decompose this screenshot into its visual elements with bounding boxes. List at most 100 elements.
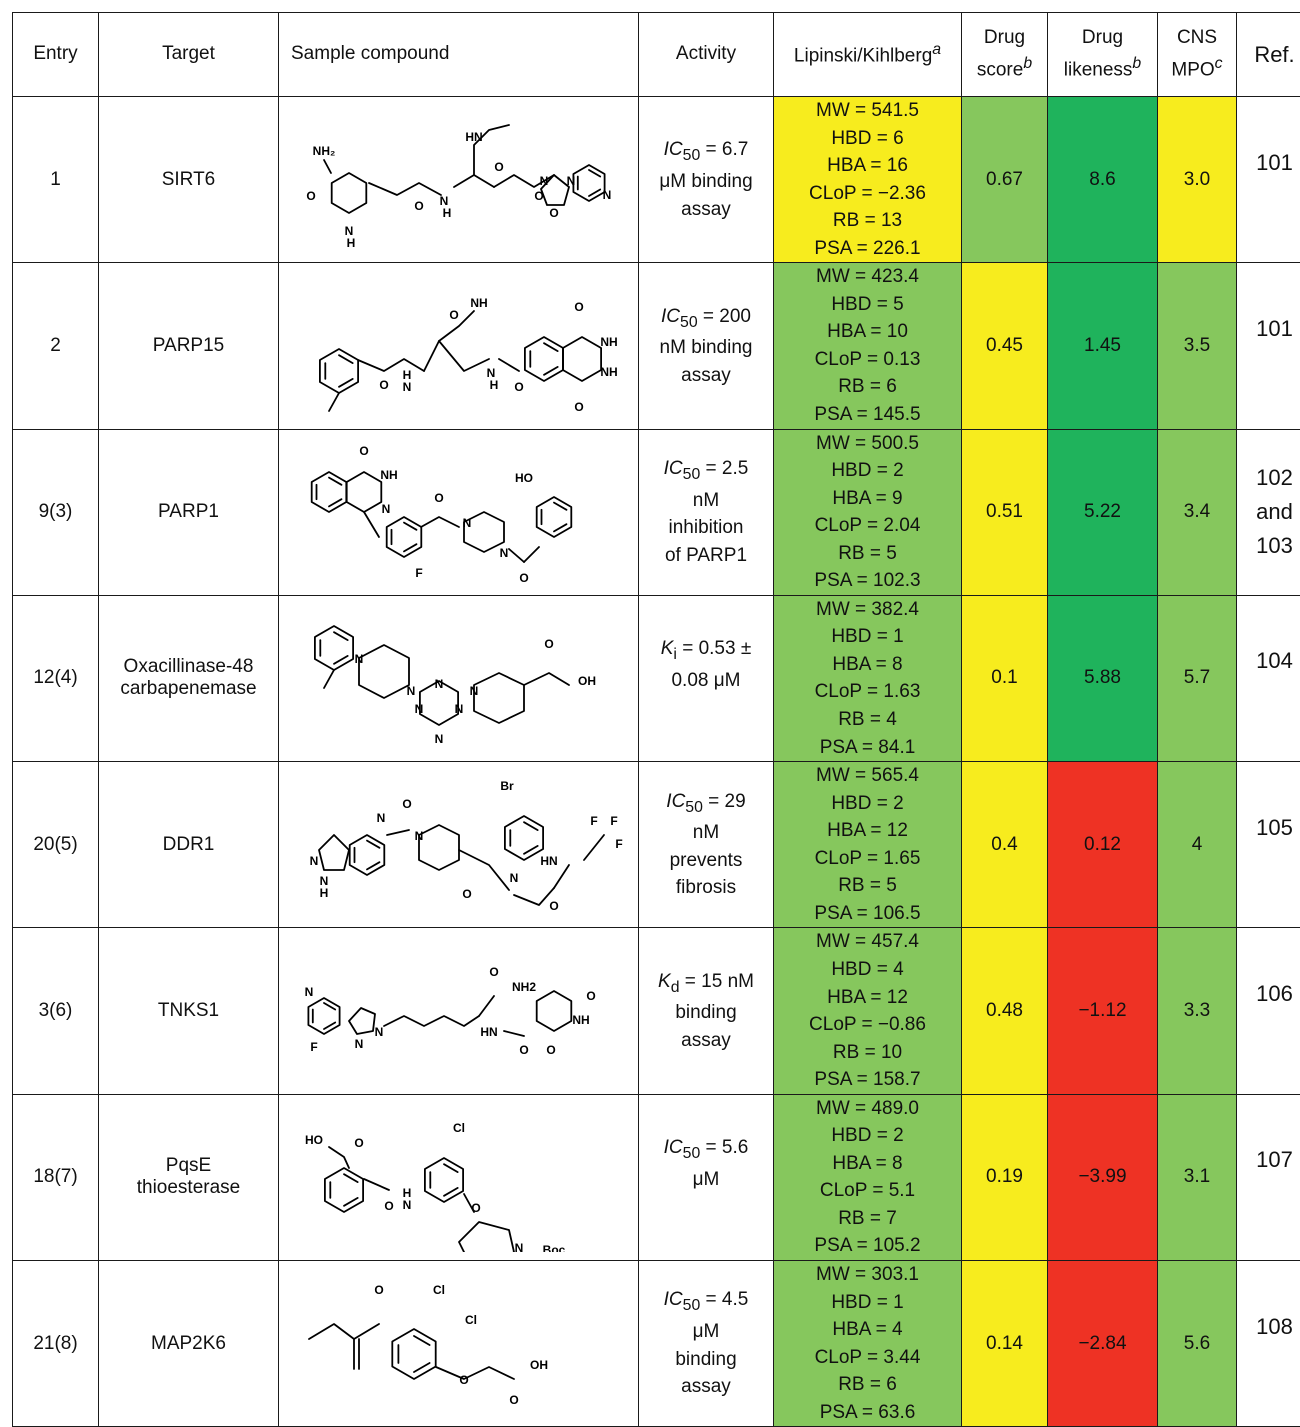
hbd-value: HBD = 5	[831, 294, 903, 315]
drug-score-cell: 0.51	[962, 429, 1048, 595]
cns-mpo-value: 3.4	[1184, 501, 1210, 522]
hba-value: HBA = 12	[827, 820, 908, 841]
drug-likeness-cell: 8.6	[1048, 97, 1158, 263]
atom-label: N	[374, 1025, 383, 1039]
entry-cell: 1	[13, 97, 99, 263]
ref-number-2: 103	[1256, 533, 1293, 558]
activity-line4: assay	[681, 1376, 731, 1397]
target-name-line2: thioesterase	[137, 1177, 241, 1198]
drug-likeness-cell: −2.84	[1048, 1260, 1158, 1426]
header-drug-likeness-line2: likeness	[1064, 60, 1133, 81]
atom-label: Boc	[542, 1243, 565, 1252]
cns-mpo-cell: 5.7	[1158, 595, 1237, 761]
entry-cell: 18(7)	[13, 1094, 99, 1260]
lipinski-cell: MW = 423.4 HBD = 5 HBA = 10 CLoP = 0.13 …	[774, 263, 962, 429]
target-cell: PARP1	[99, 429, 279, 595]
atom-label: O	[384, 1199, 393, 1213]
hba-value: HBA = 16	[827, 155, 908, 176]
rb-value: RB = 5	[838, 543, 897, 564]
entry-cell: 20(5)	[13, 762, 99, 928]
lipinski-cell: MW = 382.4 HBD = 1 HBA = 8 CLoP = 1.63 R…	[774, 595, 962, 761]
drug-likeness-cell: 1.45	[1048, 263, 1158, 429]
ref-cell: 104	[1237, 595, 1300, 761]
atom-label: Cl	[465, 1313, 477, 1327]
ref-number: 107	[1256, 1147, 1293, 1172]
atom-label: HO	[305, 1133, 323, 1147]
hba-value: HBA = 9	[832, 488, 902, 509]
activity-line2: nM binding	[660, 337, 753, 358]
atom-label: N	[434, 732, 443, 746]
ref-number: 101	[1256, 150, 1293, 175]
cns-mpo-cell: 3.5	[1158, 263, 1237, 429]
ref-cell: 106	[1237, 928, 1300, 1094]
psa-value: PSA = 63.6	[820, 1402, 916, 1423]
atom-label: Cl	[453, 1121, 465, 1135]
atom-label: H	[489, 378, 498, 392]
atom-label: HN	[480, 1025, 497, 1039]
activity-cell: IC50 = 200 nM binding assay	[639, 263, 774, 429]
header-entry: Entry	[13, 13, 99, 97]
target-cell: SIRT6	[99, 97, 279, 263]
activity-subscript: 50	[683, 1297, 701, 1314]
header-drug-score-line2: score	[977, 60, 1023, 81]
drug-likeness-value: 8.6	[1089, 169, 1115, 190]
activity-cell: IC50 = 4.5 μM binding assay	[639, 1260, 774, 1426]
drug-score-cell: 0.45	[962, 263, 1048, 429]
hbd-value: HBD = 1	[831, 626, 903, 647]
target-name: DDR1	[163, 834, 215, 855]
atom-label: N	[309, 854, 318, 868]
ref-cell: 108	[1237, 1260, 1300, 1426]
cns-mpo-cell: 3.3	[1158, 928, 1237, 1094]
activity-line2: μM binding	[659, 171, 752, 192]
psa-value: PSA = 106.5	[814, 903, 920, 924]
activity-value: = 5.6	[700, 1137, 748, 1158]
clop-value: CLoP = −2.36	[809, 183, 926, 204]
drug-score-cell: 0.4	[962, 762, 1048, 928]
activity-line3: assay	[681, 199, 731, 220]
drug-score-cell: 0.67	[962, 97, 1048, 263]
atom-label: O	[434, 491, 443, 505]
hbd-value: HBD = 2	[831, 793, 903, 814]
atom-label: N	[402, 1198, 411, 1212]
atom-label: NH₂	[312, 144, 335, 158]
atom-label: O	[359, 444, 368, 458]
activity-line2: 0.08 μM	[671, 670, 740, 691]
ref-and: and	[1256, 499, 1293, 524]
ref-cell: 105	[1237, 762, 1300, 928]
psa-value: PSA = 145.5	[814, 404, 920, 425]
footnote-c: c	[1215, 55, 1223, 72]
drug-score-value: 0.51	[986, 501, 1023, 522]
lipinski-cell: MW = 457.4 HBD = 4 HBA = 12 CLoP = −0.86…	[774, 928, 962, 1094]
drug-likeness-cell: 0.12	[1048, 762, 1158, 928]
activity-line2: binding	[675, 1002, 736, 1023]
mw-value: MW = 489.0	[816, 1098, 919, 1119]
target-name: PARP1	[158, 501, 219, 522]
atom-label: O	[462, 887, 471, 901]
activity-subscript: 50	[683, 1145, 701, 1162]
ref-number: 104	[1256, 648, 1293, 673]
mw-value: MW = 500.5	[816, 433, 919, 454]
clop-value: CLoP = 1.65	[815, 848, 921, 869]
compound-table: Entry Target Sample compound Activity Li…	[12, 12, 1300, 1427]
activity-cell: IC50 = 29 nM prevents fibrosis	[639, 762, 774, 928]
atom-label: N	[354, 1037, 363, 1051]
atom-label: H	[346, 236, 355, 250]
entry-cell: 3(6)	[13, 928, 99, 1094]
atom-label: O	[489, 965, 498, 979]
target-name: PARP15	[153, 335, 224, 356]
entry-number: 21(8)	[33, 1333, 77, 1354]
activity-line3: inhibition	[669, 517, 744, 538]
atom-label: O	[549, 899, 558, 913]
atom-label: N	[469, 684, 478, 698]
